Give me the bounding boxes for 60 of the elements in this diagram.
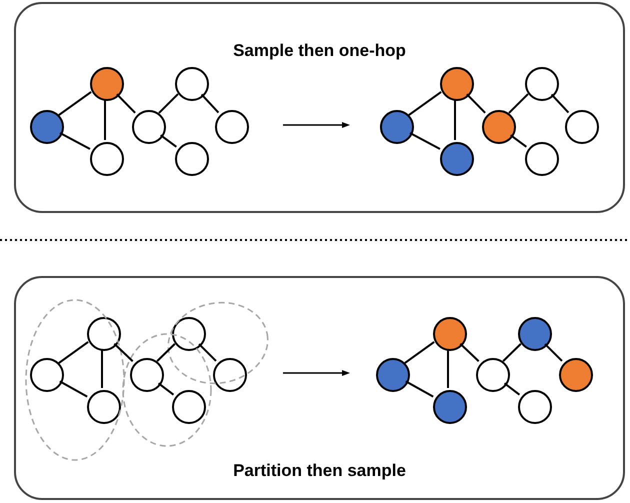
graph-edge [114, 343, 134, 362]
graph-edge [460, 343, 480, 362]
graph-vertex [525, 142, 559, 176]
graph-vertex [175, 142, 209, 176]
graph-vertex [30, 110, 64, 144]
graph-edge [405, 380, 434, 398]
graph-vertex [172, 390, 206, 424]
graph-edge [158, 382, 174, 396]
graph-edge [502, 343, 522, 362]
panel-box [14, 276, 625, 500]
graph-edge [404, 341, 435, 364]
graph-vertex [476, 358, 510, 392]
graph-edge [508, 93, 529, 114]
graph-edge [454, 99, 456, 140]
graph-edge [408, 91, 442, 116]
graph-vertex [130, 358, 164, 392]
graph-edge [466, 93, 486, 114]
graph-vertex [87, 317, 121, 351]
graph-edge [59, 380, 88, 398]
graph-vertex [90, 67, 124, 101]
graph-vertex [518, 390, 552, 424]
graph-vertex [559, 358, 593, 392]
graph-edge [504, 382, 520, 396]
graph-vertex [376, 358, 410, 392]
graph-vertex [172, 317, 206, 351]
graph-vertex [30, 358, 64, 392]
graph-edge [410, 132, 440, 150]
graph-vertex [380, 110, 414, 144]
graph-edge [58, 91, 92, 116]
graph-vertex [215, 110, 249, 144]
graph-vertex [518, 317, 552, 351]
graph-edge [447, 349, 449, 388]
graph-vertex [132, 110, 166, 144]
graph-edge [156, 343, 176, 362]
graph-edge [104, 99, 106, 140]
graph-vertex [87, 390, 121, 424]
graph-edge [198, 343, 217, 362]
graph-vertex [565, 110, 599, 144]
graph-edge [160, 134, 177, 148]
panel-title: Partition then sample [232, 460, 407, 482]
graph-vertex [440, 67, 474, 101]
graph-edge [58, 341, 89, 364]
graph-edge [101, 349, 103, 388]
graph-vertex [482, 110, 516, 144]
graph-edge [116, 93, 136, 114]
graph-vertex [175, 67, 209, 101]
panel-box [14, 2, 625, 213]
graph-vertex [90, 142, 124, 176]
graph-edge [544, 343, 563, 362]
graph-edge [200, 94, 220, 114]
graph-vertex [433, 390, 467, 424]
graph-vertex [213, 358, 247, 392]
graph-edge [510, 134, 527, 148]
graph-vertex [440, 142, 474, 176]
graph-vertex [433, 317, 467, 351]
graph-vertex [525, 67, 559, 101]
graph-edge [550, 94, 570, 114]
graph-edge [158, 93, 179, 114]
graph-edge [60, 132, 90, 150]
panel-title: Sample then one-hop [232, 40, 407, 62]
